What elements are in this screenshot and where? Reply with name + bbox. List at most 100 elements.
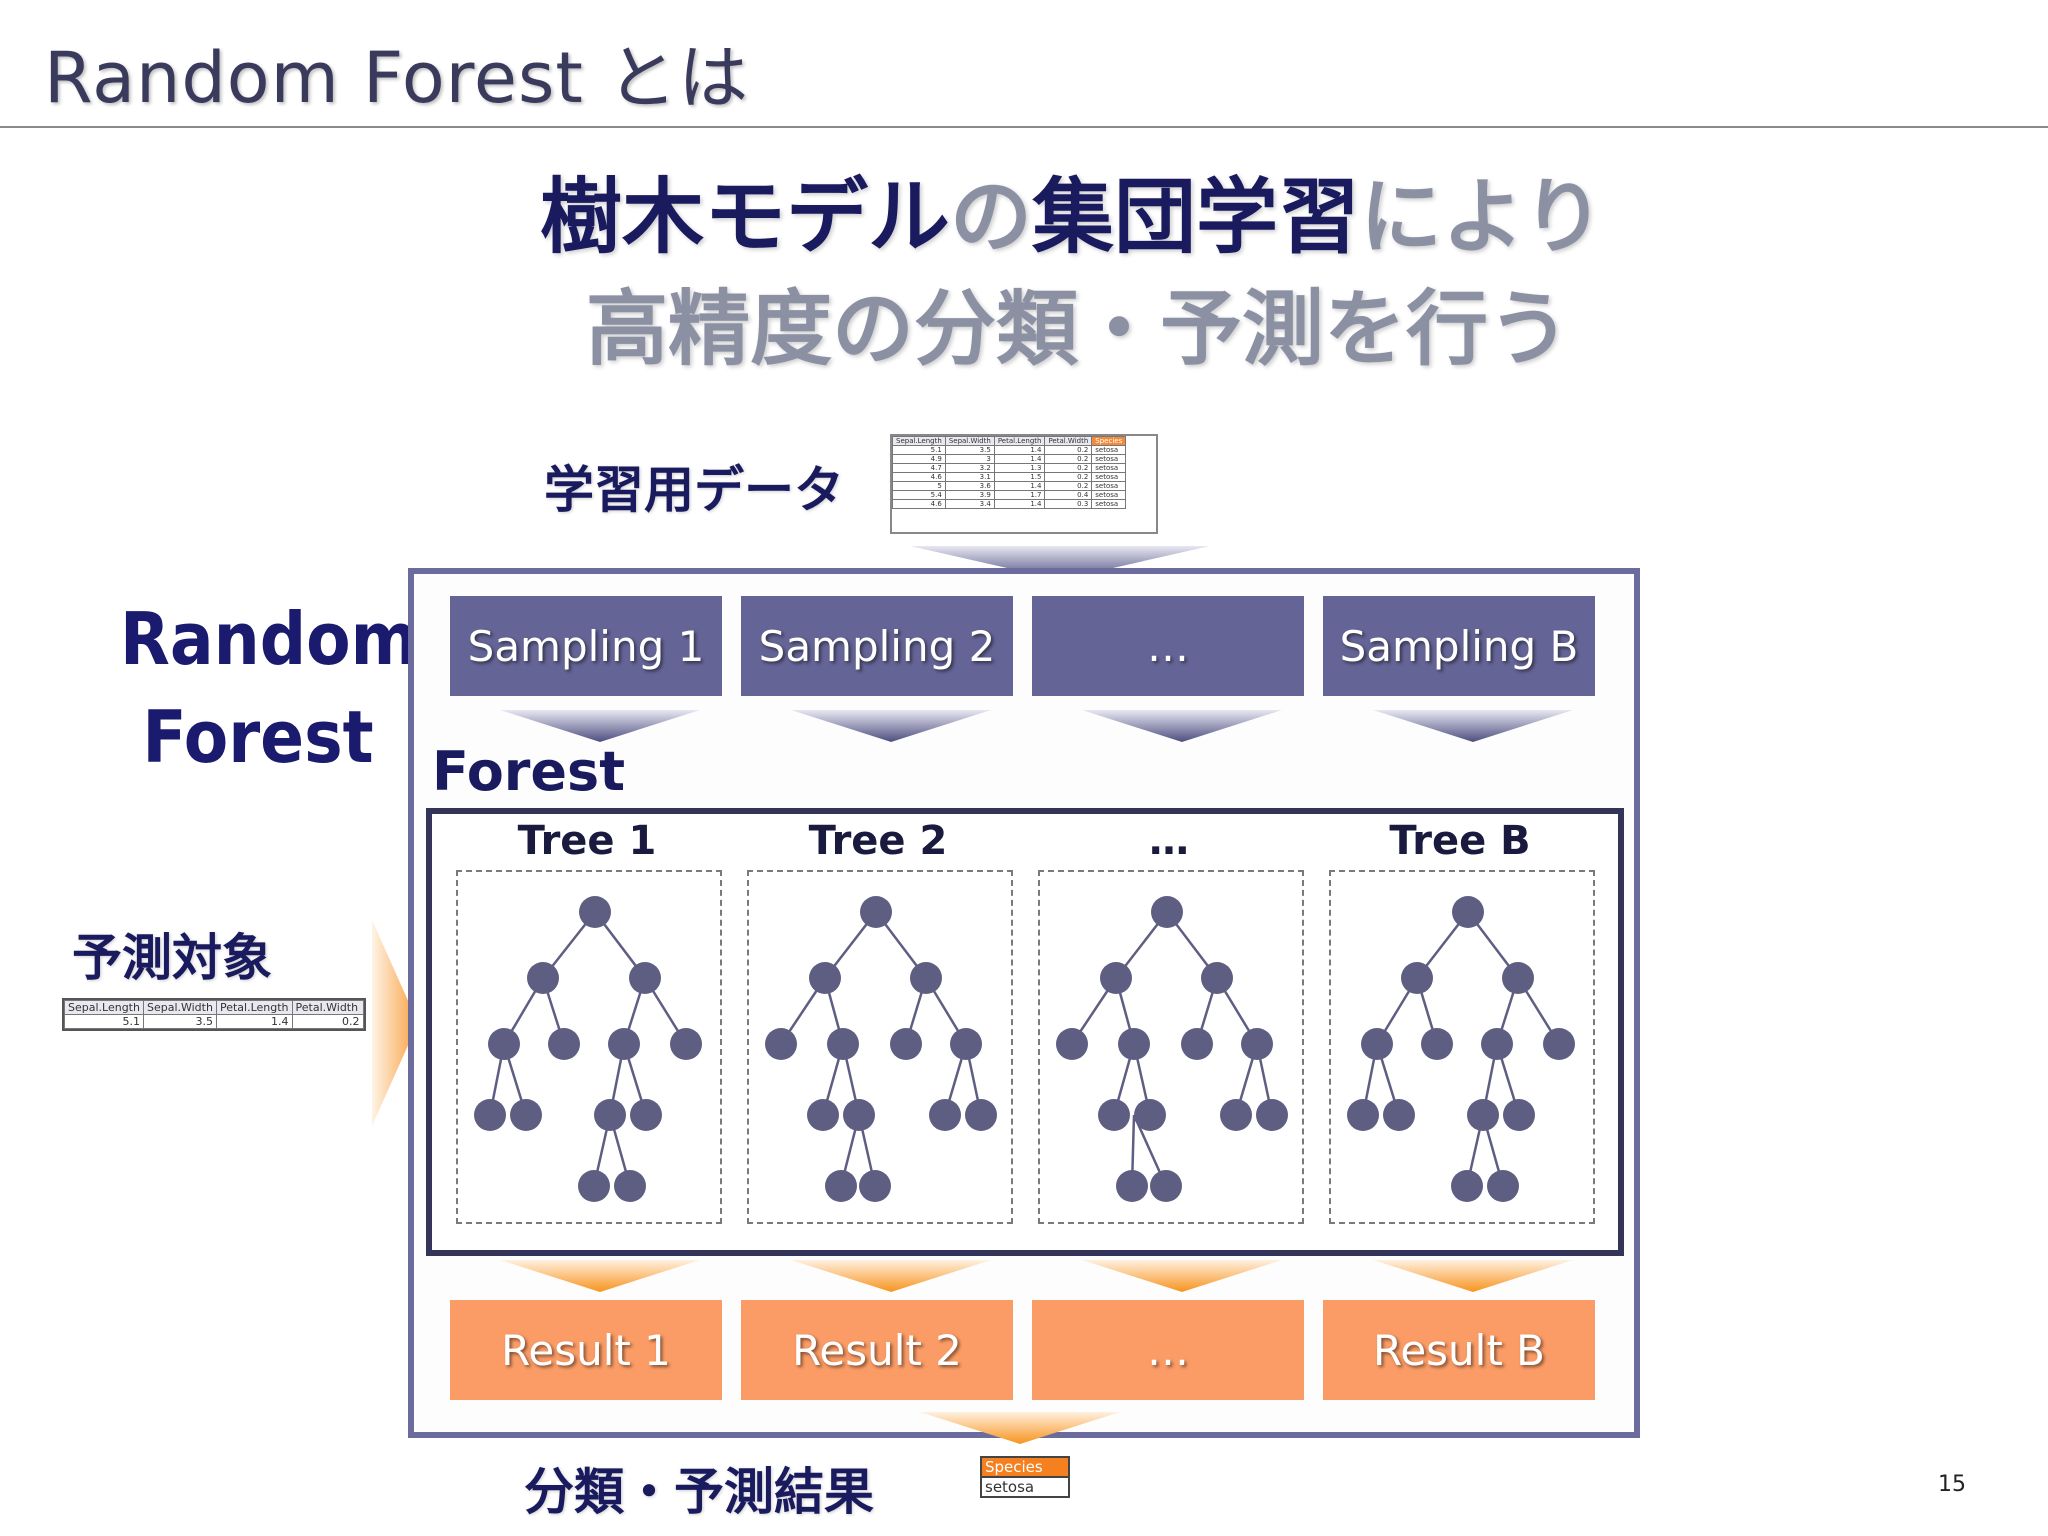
training-table-cell: 1.3 xyxy=(993,463,1046,473)
tree-title-ellipsis: … xyxy=(1149,818,1189,864)
tree-panel-1 xyxy=(456,870,722,1224)
training-table-cell: 3.1 xyxy=(944,472,995,482)
page-number: 15 xyxy=(1938,1472,1966,1497)
training-table-cell: setosa xyxy=(1091,481,1127,491)
result-arrow-1 xyxy=(500,1260,700,1292)
target-table-cell: 5.1 xyxy=(64,1014,144,1029)
target-table-cell: 3.5 xyxy=(142,1014,217,1029)
training-table-cell: 4.9 xyxy=(892,454,946,464)
training-table-cell: 5.4 xyxy=(892,490,946,500)
sampling-box-1: Sampling 1 xyxy=(450,596,722,696)
headline-part-4: により xyxy=(1360,170,1605,265)
sampling-arrow-3 xyxy=(1082,710,1282,742)
result-arrows xyxy=(500,1260,1573,1292)
training-table-cell: 3.4 xyxy=(944,499,995,509)
training-table-cell: setosa xyxy=(1091,490,1127,500)
training-table-cell: 3.6 xyxy=(944,481,995,491)
result-box-ellipsis: … xyxy=(1032,1300,1304,1400)
sampling-box-ellipsis: … xyxy=(1032,596,1304,696)
forest-label: Forest xyxy=(432,740,626,803)
target-table-header: Sepal.Length xyxy=(64,1000,144,1015)
training-table-header: Sepal.Length xyxy=(892,436,946,446)
species-value: setosa xyxy=(980,1476,1070,1498)
headline-line-2: 高精度の分類・予測を行う xyxy=(586,282,1571,377)
sampling-arrow-1 xyxy=(500,710,700,742)
training-data-label: 学習用データ xyxy=(544,461,844,519)
sampling-box-2: Sampling 2 xyxy=(741,596,1013,696)
training-table-header: Petal.Length xyxy=(993,436,1046,446)
sampling-arrows xyxy=(500,710,1573,742)
training-table-cell: 5 xyxy=(892,481,946,491)
training-table-cell: 0.2 xyxy=(1044,445,1093,455)
training-table-cell: 1.7 xyxy=(993,490,1046,500)
training-table-cell: 1.5 xyxy=(993,472,1046,482)
training-table-cell: setosa xyxy=(1091,463,1127,473)
training-table-header: Species xyxy=(1091,436,1127,446)
training-table-cell: 1.4 xyxy=(993,499,1046,509)
result-arrow-4 xyxy=(1373,1260,1573,1292)
training-table-cell: 4.7 xyxy=(892,463,946,473)
target-table-header: Petal.Length xyxy=(215,1000,293,1015)
target-table-cell: 0.2 xyxy=(291,1014,364,1029)
random-forest-label-line2: Forest xyxy=(142,695,374,779)
target-table-cell: 1.4 xyxy=(215,1014,293,1029)
training-table-header: Petal.Width xyxy=(1044,436,1093,446)
title-divider xyxy=(0,126,2048,128)
training-table-cell: setosa xyxy=(1091,499,1127,509)
training-table-cell: 0.2 xyxy=(1044,463,1093,473)
training-table-cell: setosa xyxy=(1091,472,1127,482)
training-table-cell: 3 xyxy=(944,454,995,464)
tree-title-1: Tree 1 xyxy=(517,818,657,864)
training-table-cell: 1.4 xyxy=(993,481,1046,491)
result-species-table: Species setosa xyxy=(980,1456,1070,1498)
training-table-header: Sepal.Width xyxy=(944,436,995,446)
tree-diagram-2 xyxy=(765,896,997,1202)
target-arrow xyxy=(372,920,418,1126)
training-table-cell: setosa xyxy=(1091,454,1127,464)
target-table-header: Petal.Width xyxy=(291,1000,364,1015)
tree-diagram-ellipsis xyxy=(1056,896,1288,1202)
result-box-b: Result B xyxy=(1323,1300,1595,1400)
training-table-cell: 1.4 xyxy=(993,454,1046,464)
tree-diagram-b xyxy=(1347,896,1575,1202)
tree-title-b: Tree B xyxy=(1389,818,1531,864)
headline-part-3: 集団学習 xyxy=(1032,170,1361,265)
result-arrow-2 xyxy=(791,1260,991,1292)
sampling-arrow-4 xyxy=(1373,710,1573,742)
output-arrow xyxy=(920,1412,1120,1444)
headline-line-1: 樹木モデルの集団学習により xyxy=(540,150,1604,269)
headline-part-2: の xyxy=(950,170,1033,265)
tree-title-2: Tree 2 xyxy=(808,818,948,864)
training-table-cell: 3.9 xyxy=(944,490,995,500)
sampling-arrow-2 xyxy=(791,710,991,742)
tree-panel-2 xyxy=(747,870,1013,1224)
training-table-cell: 1.4 xyxy=(993,445,1046,455)
training-table-cell: 4.6 xyxy=(892,499,946,509)
training-table-cell: 0.4 xyxy=(1044,490,1093,500)
result-arrow-3 xyxy=(1082,1260,1282,1292)
training-table-cell: 0.3 xyxy=(1044,499,1093,509)
species-header: Species xyxy=(980,1456,1070,1478)
tree-panel-ellipsis xyxy=(1038,870,1304,1224)
slide-title: Random Forest とは xyxy=(44,37,750,119)
tree-panel-b xyxy=(1329,870,1595,1224)
headline-part-1: 樹木モデル xyxy=(540,170,951,265)
training-table-cell: 4.6 xyxy=(892,472,946,482)
training-table-cell: 3.5 xyxy=(944,445,995,455)
classification-result-label: 分類・予測結果 xyxy=(524,1463,874,1521)
prediction-target-label: 予測対象 xyxy=(72,929,272,987)
random-forest-label-line1: Random xyxy=(120,597,419,681)
random-forest-label: Random Forest xyxy=(120,590,419,786)
training-table-cell: 3.2 xyxy=(944,463,995,473)
